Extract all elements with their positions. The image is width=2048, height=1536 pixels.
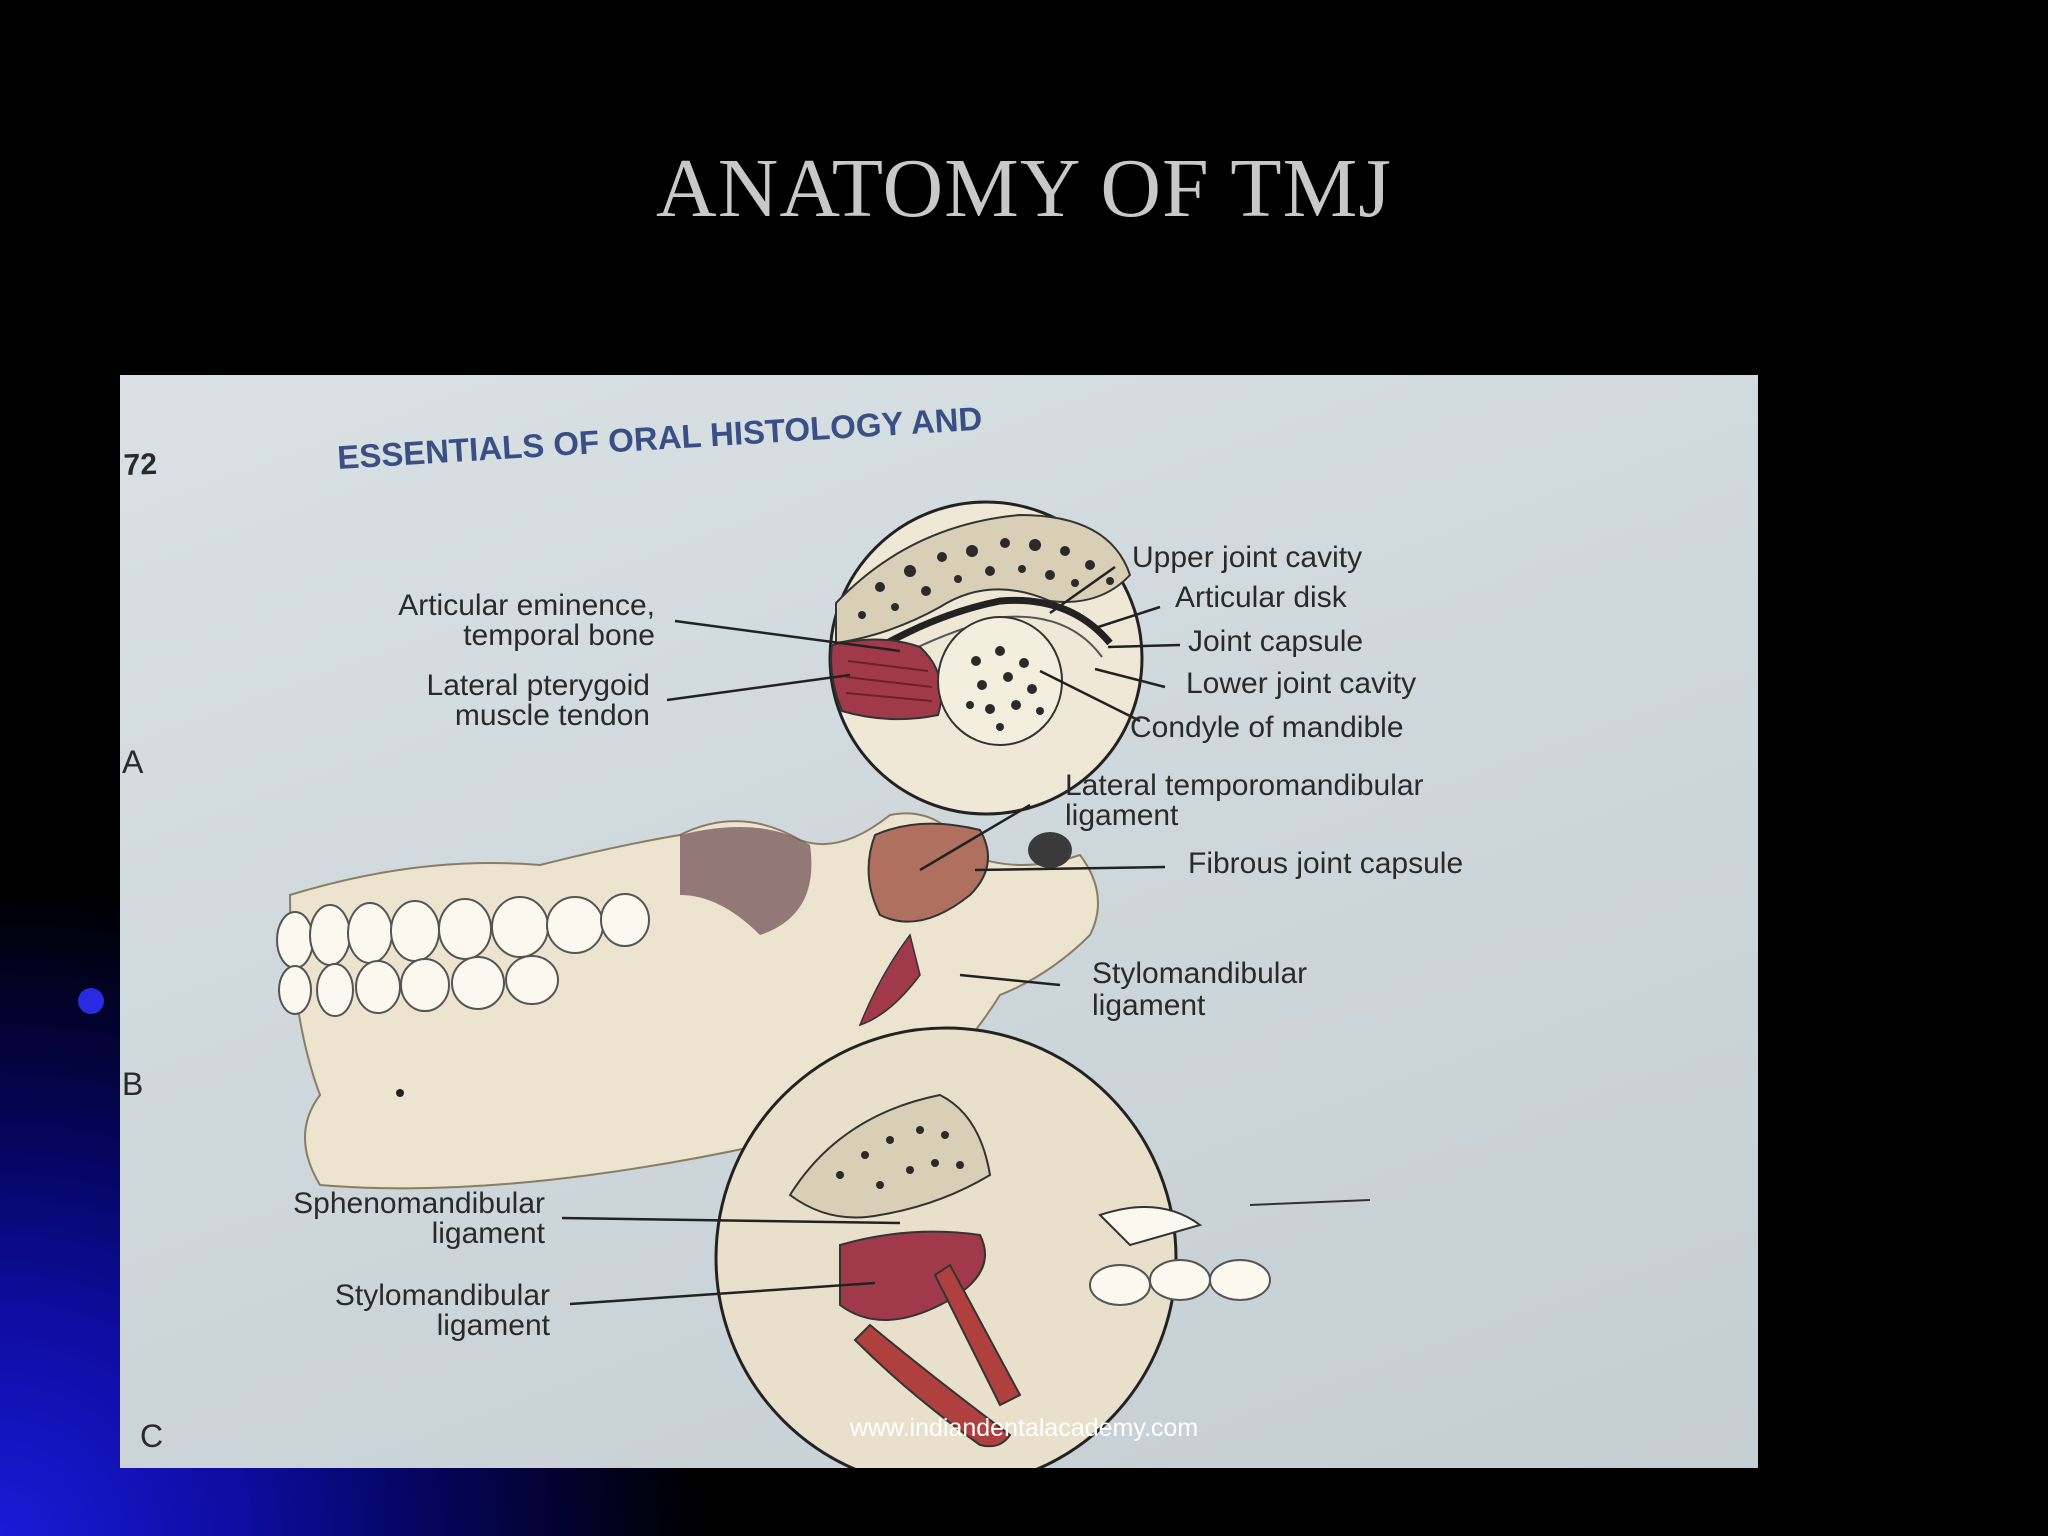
label-temporal-bone: temporal bone: [463, 619, 655, 652]
page-number: 72: [123, 448, 158, 482]
slide-title: ANATOMY OF TMJ: [656, 142, 1392, 235]
textbook-page-photo: 72 ESSENTIALS OF ORAL HISTOLOGY AND: [120, 375, 1758, 1468]
label-lateral-temporomandibular: Lateral temporomandibular: [1065, 769, 1424, 802]
panel-a-joint-section: [666, 500, 1181, 816]
panel-letter-a: A: [122, 744, 144, 780]
label-muscle-tendon: muscle tendon: [455, 699, 650, 732]
label-joint-capsule: Joint capsule: [1188, 625, 1363, 658]
label-upper-joint-cavity: Upper joint cavity: [1132, 541, 1362, 574]
label-articular-disk: Articular disk: [1175, 581, 1348, 614]
label-ligament-1: ligament: [1065, 799, 1179, 832]
panel-c-medial-view: [561, 1026, 1371, 1468]
label-fibrous-joint-capsule: Fibrous joint capsule: [1188, 847, 1463, 880]
label-ligament-2: ligament: [1092, 989, 1206, 1022]
label-condyle-of-mandible: Condyle of mandible: [1130, 711, 1404, 744]
panel-letter-c: C: [140, 1418, 163, 1454]
watermark-url: www.indiandentalacademy.com: [849, 1414, 1199, 1442]
label-lower-joint-cavity: Lower joint cavity: [1186, 667, 1416, 700]
label-stylomandibular-c: Stylomandibular: [335, 1279, 550, 1312]
label-ligament-3: ligament: [432, 1217, 546, 1250]
panel-letter-b: B: [122, 1066, 143, 1102]
label-sphenomandibular: Sphenomandibular: [293, 1187, 545, 1220]
decorative-dot: [78, 988, 104, 1014]
running-header: ESSENTIALS OF ORAL HISTOLOGY AND: [336, 400, 983, 476]
tmj-illustration: 72 ESSENTIALS OF ORAL HISTOLOGY AND: [122, 400, 1463, 1468]
label-ligament-4: ligament: [437, 1309, 551, 1342]
label-lateral-pterygoid: Lateral pterygoid: [427, 669, 650, 702]
label-articular-eminence: Articular eminence,: [398, 589, 655, 622]
label-stylomandibular-b: Stylomandibular: [1092, 957, 1307, 990]
